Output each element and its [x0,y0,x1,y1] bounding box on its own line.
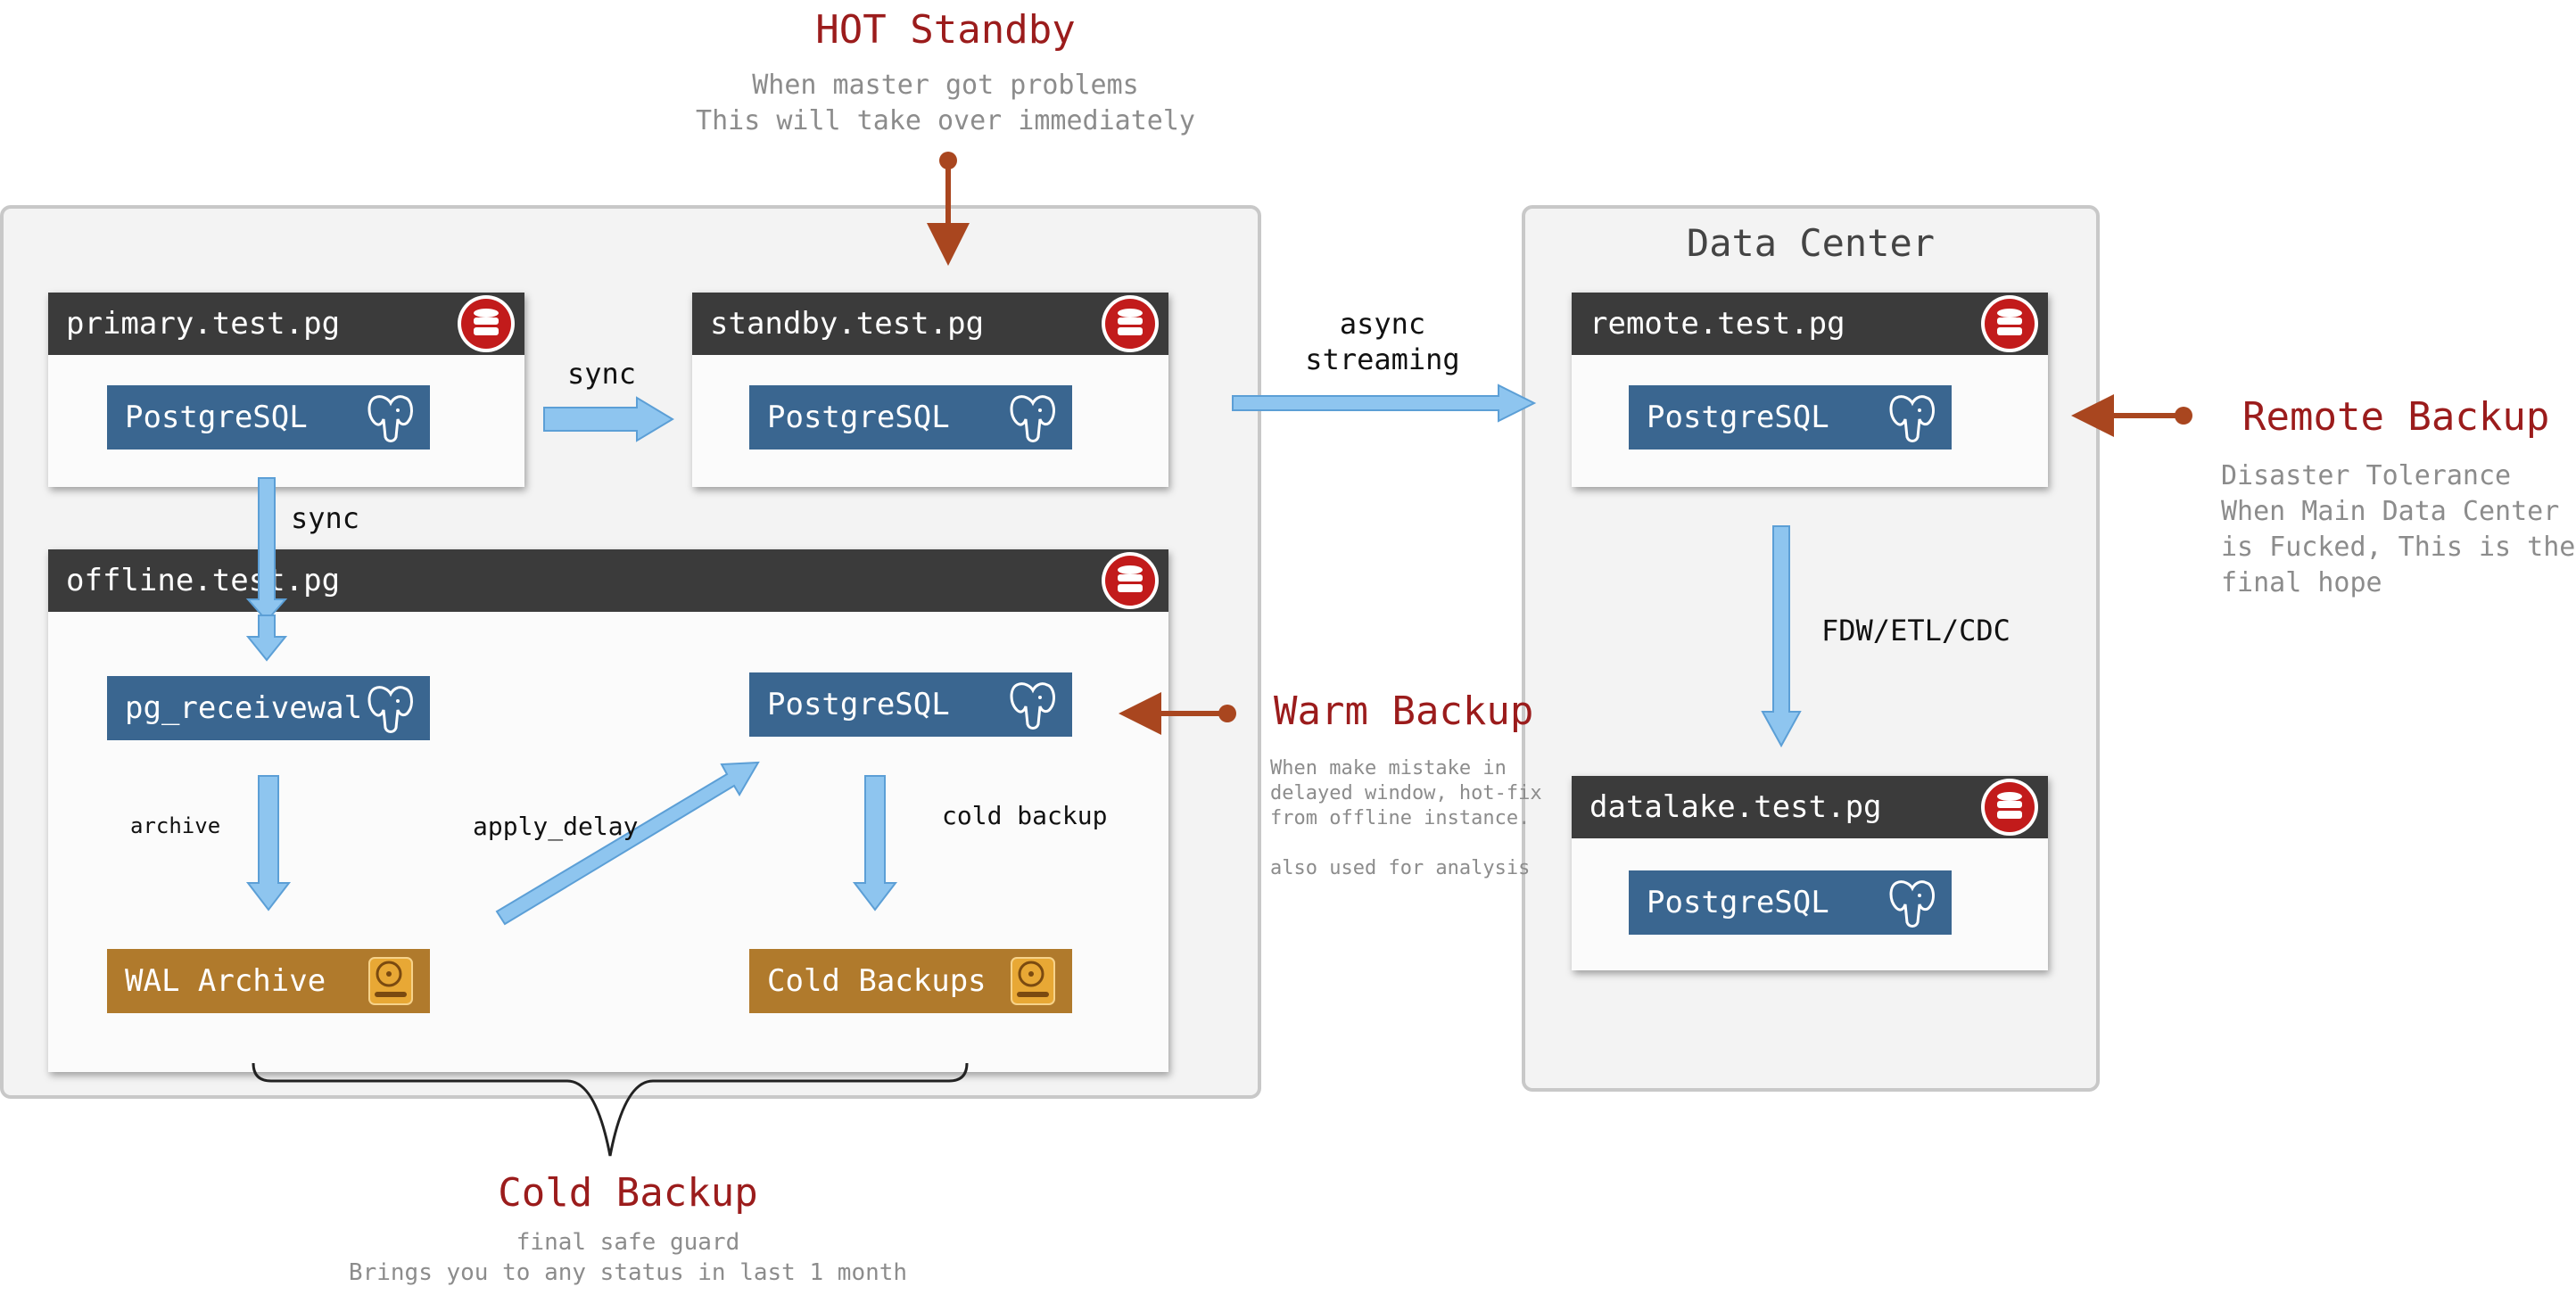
offline-postgresql[interactable]: PostgreSQL [749,672,1072,737]
apply-delay-arrow [495,761,760,926]
remote-backup-note-1: Disaster Tolerance [2221,460,2512,491]
hot-standby-note-2: This will take over immediately [696,105,1195,136]
hard-disk-icon [368,957,413,1005]
standby-postgresql[interactable]: PostgreSQL [749,385,1072,450]
offline-name: offline.test.pg [66,563,341,598]
database-icon [1102,295,1159,352]
remote-backup-note-4: final hope [2221,567,2382,598]
elephant-icon [1010,682,1055,730]
standby-card[interactable]: standby.test.pg PostgreSQL [692,293,1168,487]
archive-label: archive [130,813,221,838]
elephant-icon [367,395,413,442]
hot-standby-dot [939,152,957,169]
sync-arrow-vertical [245,477,288,623]
pg-receivewal[interactable]: pg_receivewal [107,676,430,740]
hard-disk-icon [1011,957,1055,1005]
datalake-card[interactable]: datalake.test.pg PostgreSQL [1572,776,2048,970]
remote-backup-note-3: is Fucked, This is the [2221,532,2576,563]
cold-backups[interactable]: Cold Backups [749,949,1072,1013]
sync-label-horizontal: sync [567,357,637,391]
remote-backup-note-2: When Main Data Center [2221,496,2560,527]
async-label-1: async [1339,307,1426,341]
datalake-name: datalake.test.pg [1589,789,1882,825]
database-icon [1981,779,2038,836]
receivewal-to-postgres-arrow [245,615,288,662]
remote-header: remote.test.pg [1572,293,2048,355]
fdw-label: FDW/ETL/CDC [1821,614,2010,648]
sync-arrow-horizontal [543,396,674,442]
elephant-icon [1889,880,1935,928]
database-icon [1102,552,1159,609]
remote-postgresql[interactable]: PostgreSQL [1629,385,1952,450]
warm-backup-note-2: delayed window, hot-fix [1270,782,1542,804]
primary-postgresql[interactable]: PostgreSQL [107,385,430,450]
cold-backup-arrow [852,775,898,911]
primary-header: primary.test.pg [48,293,524,355]
elephant-icon [1010,395,1055,442]
wal-archive[interactable]: WAL Archive [107,949,430,1013]
primary-card[interactable]: primary.test.pg PostgreSQL [48,293,524,487]
cold-backup-label: cold backup [942,801,1108,830]
elephant-icon [1889,395,1935,442]
warm-backup-note-4: also used for analysis [1270,857,1531,879]
sync-label-vertical: sync [291,501,360,535]
cold-backup-note-2: Brings you to any status in last 1 month [348,1259,908,1286]
hot-standby-note-1: When master got problems [752,70,1139,101]
warm-backup-note-1: When make mistake in [1270,757,1507,779]
cold-backup-brace [252,1062,969,1157]
remote-backup-dot [2175,407,2192,425]
primary-name: primary.test.pg [66,306,341,342]
archive-arrow [245,775,292,911]
standby-header: standby.test.pg [692,293,1168,355]
data-center-title: Data Center [1686,221,1936,265]
warm-backup-note-3: from offline instance. [1270,807,1531,829]
warm-backup-title: Warm Backup [1274,689,1534,734]
hot-standby-title: HOT Standby [815,7,1076,53]
apply-delay-label: apply_delay [473,812,639,841]
offline-header: offline.test.pg [48,549,1168,612]
remote-card[interactable]: remote.test.pg PostgreSQL [1572,293,2048,487]
remote-backup-title: Remote Backup [2242,394,2550,440]
fdw-arrow [1761,525,1802,748]
warm-backup-dot [1218,705,1236,722]
elephant-icon [367,686,413,733]
offline-card[interactable]: offline.test.pg pg_receivewal PostgreSQL… [48,549,1168,1072]
remote-name: remote.test.pg [1589,306,1845,342]
datalake-header: datalake.test.pg [1572,776,2048,838]
cold-backup-note-1: final safe guard [516,1229,740,1256]
database-icon [458,295,515,352]
database-icon [1981,295,2038,352]
async-label-2: streaming [1305,342,1460,376]
async-streaming-arrow [1232,384,1537,423]
cold-backup-title: Cold Backup [498,1170,758,1216]
standby-name: standby.test.pg [710,306,985,342]
datalake-postgresql[interactable]: PostgreSQL [1629,870,1952,935]
